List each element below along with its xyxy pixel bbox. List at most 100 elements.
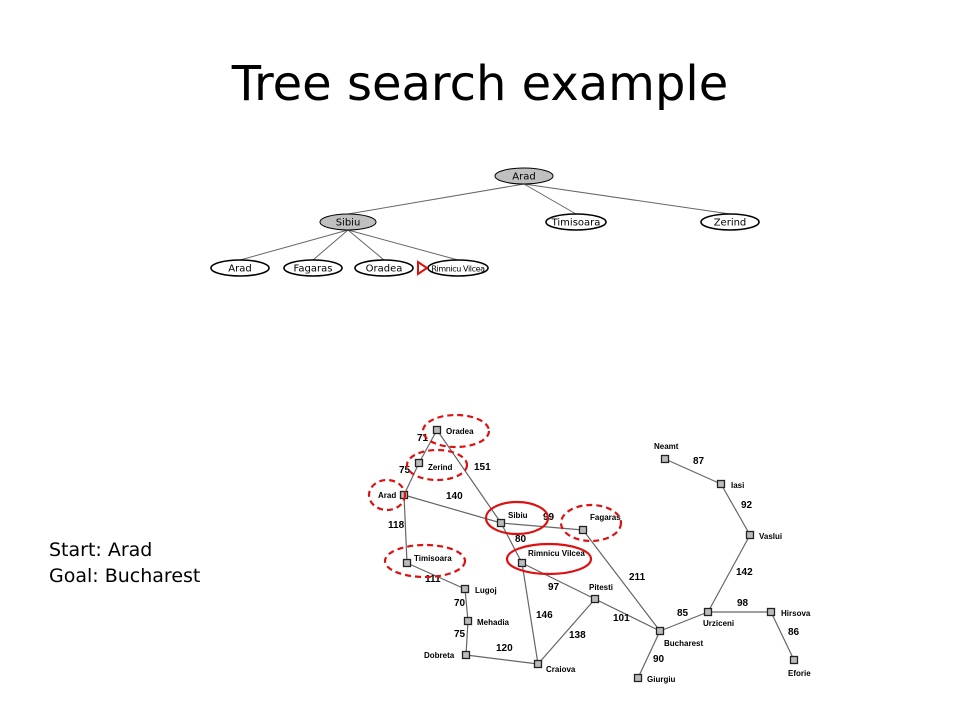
city-marker-icon [716,479,726,489]
city-label: Lugoj [475,586,497,595]
road-distance: 97 [548,582,560,593]
city-marker-icon [461,650,471,660]
road-distance: 75 [454,629,466,640]
tree-node-shape [700,213,760,231]
city-label: Mehadia [477,618,510,627]
road-bucharest-giurgiu [637,630,661,679]
tree-node-fagaras: Fagaras [283,259,343,277]
road-distance: 142 [736,567,753,578]
city-label: Neamt [654,442,679,451]
city-label: Oradea [446,427,474,436]
tree-node-shape [545,213,607,231]
road-lugoj-mehadia [464,588,469,622]
city-label: Iasi [731,481,744,490]
road-distance: 85 [677,608,689,619]
tree-node-label: Fagaras [294,264,333,275]
city-fagaras: Fagaras [578,513,621,535]
city-lugoj: Lugoj [460,584,497,595]
city-label: Hirsova [781,609,811,618]
city-label: Urziceni [703,619,734,628]
road-pitesti-bucharest [594,598,661,632]
city-marker-icon [432,425,442,435]
road-distance: 146 [536,610,553,621]
city-rimnicu: Rimnicu Vilcea [517,549,585,568]
city-giurgiu: Giurgiu [633,673,676,684]
city-label: Pitesti [589,583,613,592]
tree-edge [312,229,349,261]
city-marker-icon [496,518,506,528]
highlight-fagaras [559,503,623,543]
tree-node-arad2: Arad [210,259,270,277]
goal-label: Goal: Bucharest [49,565,201,587]
city-urziceni: Urziceni [703,607,734,628]
city-bucharest: Bucharest [655,626,703,648]
city-marker-icon [655,626,665,636]
highlight-oradea [421,413,491,449]
city-label: Dobreta [424,651,455,660]
city-marker-icon [578,525,588,535]
city-marker-icon [660,454,670,464]
tree-node-label: Rimnicu Vilcea [431,265,485,274]
city-dobreta: Dobreta [424,650,471,660]
city-hirsova: Hirsova [766,607,811,618]
road-iasi-neamt [664,458,722,485]
tree-node-label: Arad [512,172,535,183]
city-marker-icon [590,594,600,604]
tree-node-label: Oradea [366,264,403,275]
city-label: Timisoara [414,554,452,563]
road-dobreta-craiova [465,654,539,665]
tree-edge [347,183,525,215]
road-distance: 98 [737,598,749,609]
city-pitesti: Pitesti [589,583,613,604]
problem-caption: Start: Arad Goal: Bucharest [49,537,200,589]
city-label: Sibiu [508,511,528,520]
city-label: Vaslui [759,532,782,541]
tree-edge [239,229,349,261]
tree-node-shape [354,259,414,277]
tree-node-timisoara: Timisoara [545,213,607,231]
road-distance: 90 [653,654,665,665]
road-arad-timisoara [403,494,408,564]
highlight-arad [367,478,407,512]
road-fagaras-bucharest [582,529,661,632]
city-mehadia: Mehadia [463,616,510,627]
city-marker-icon [633,673,643,683]
city-marker-icon [533,659,543,669]
road-distance: 138 [569,630,586,641]
road-distance: 101 [613,613,630,624]
road-oradea-zerind [418,429,438,464]
city-label: Arad [378,491,396,500]
tree-node-label: Zerind [714,218,747,229]
tree-node-arad: Arad [494,167,554,185]
tree-node-zerind: Zerind [700,213,760,231]
road-bucharest-urziceni [659,611,709,632]
highlight-sibiu [484,500,550,536]
road-distance: 111 [425,574,441,585]
tree-node-label: Timisoara [551,218,601,229]
road-rimnicu-craiova [521,562,539,665]
tree-node-oradea: Oradea [354,259,414,277]
road-distance: 92 [741,500,753,511]
road-distance: 86 [788,627,800,638]
city-marker-icon [789,655,799,665]
city-marker-icon [402,558,412,568]
road-distance: 118 [388,520,405,531]
tree-edge [523,183,577,215]
city-marker-icon [414,458,424,468]
road-rimnicu-pitesti [521,562,596,600]
city-craiova: Craiova [533,659,576,674]
tree-node-shape [319,213,377,231]
city-neamt: Neamt [654,442,679,464]
road-distance: 211 [629,572,646,583]
tree-node-sibiu: Sibiu [319,213,377,231]
city-label: Craiova [546,665,576,674]
city-label: Fagaras [590,513,621,522]
tree-node-shape [283,259,343,277]
slide-title: Tree search example [231,56,729,112]
city-marker-icon [517,558,527,568]
city-label: Giurgiu [647,675,676,684]
road-zerind-arad [403,462,420,496]
